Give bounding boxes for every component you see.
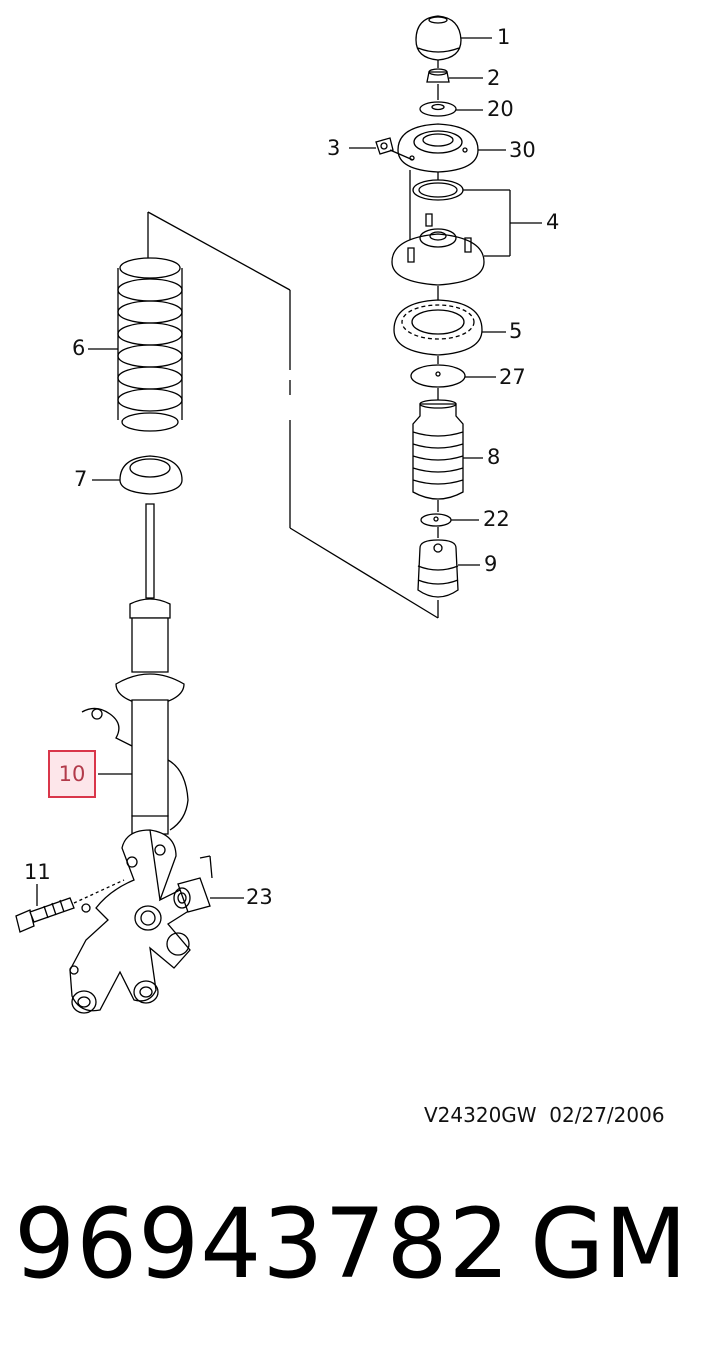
part-11-bolt [15,879,125,933]
reference-bracket [147,60,439,619]
part-2-nut [426,64,483,83]
part-3-nut [349,137,414,260]
part-22-washer [420,513,479,527]
diagram-code-line: V24320GW 02/27/2006 [424,1103,665,1127]
callout-20[interactable]: 20 [487,97,514,121]
callout-2[interactable]: 2 [487,66,501,90]
callout-6[interactable]: 6 [72,336,86,360]
exploded-parts-diagram [15,15,542,1014]
part-23-bushing [173,877,244,913]
knuckle-assembly [69,829,213,1014]
callout-27[interactable]: 27 [499,365,526,389]
callout-22[interactable]: 22 [483,507,510,531]
part-7-spring-seat [92,455,183,495]
part-8-dust-boot [412,399,483,500]
part-4-mount-assembly [391,179,542,286]
part-10-strut [81,503,189,835]
brand-name: GM [530,1188,688,1300]
callout-4[interactable]: 4 [546,210,560,234]
part-5-bearing [393,299,506,356]
part-6-coil-spring [88,257,183,432]
part-1-cap [415,15,492,61]
callout-10-highlighted[interactable]: 10 [48,750,96,798]
diagram-date: 02/27/2006 [549,1103,665,1127]
callout-5[interactable]: 5 [509,319,523,343]
callout-23[interactable]: 23 [246,885,273,909]
part-number: 96943782 [14,1188,511,1300]
callout-8[interactable]: 8 [487,445,501,469]
callout-1[interactable]: 1 [497,25,511,49]
callout-11[interactable]: 11 [24,860,51,884]
callout-3[interactable]: 3 [327,136,341,160]
part-20-washer [419,101,483,117]
part-30-mount [397,123,506,173]
part-9-bump-stop [417,539,480,598]
callout-30[interactable]: 30 [509,138,536,162]
callout-9[interactable]: 9 [484,552,498,576]
callout-7[interactable]: 7 [74,467,88,491]
part-27-disk [410,364,496,388]
diagram-code: V24320GW [424,1103,537,1127]
